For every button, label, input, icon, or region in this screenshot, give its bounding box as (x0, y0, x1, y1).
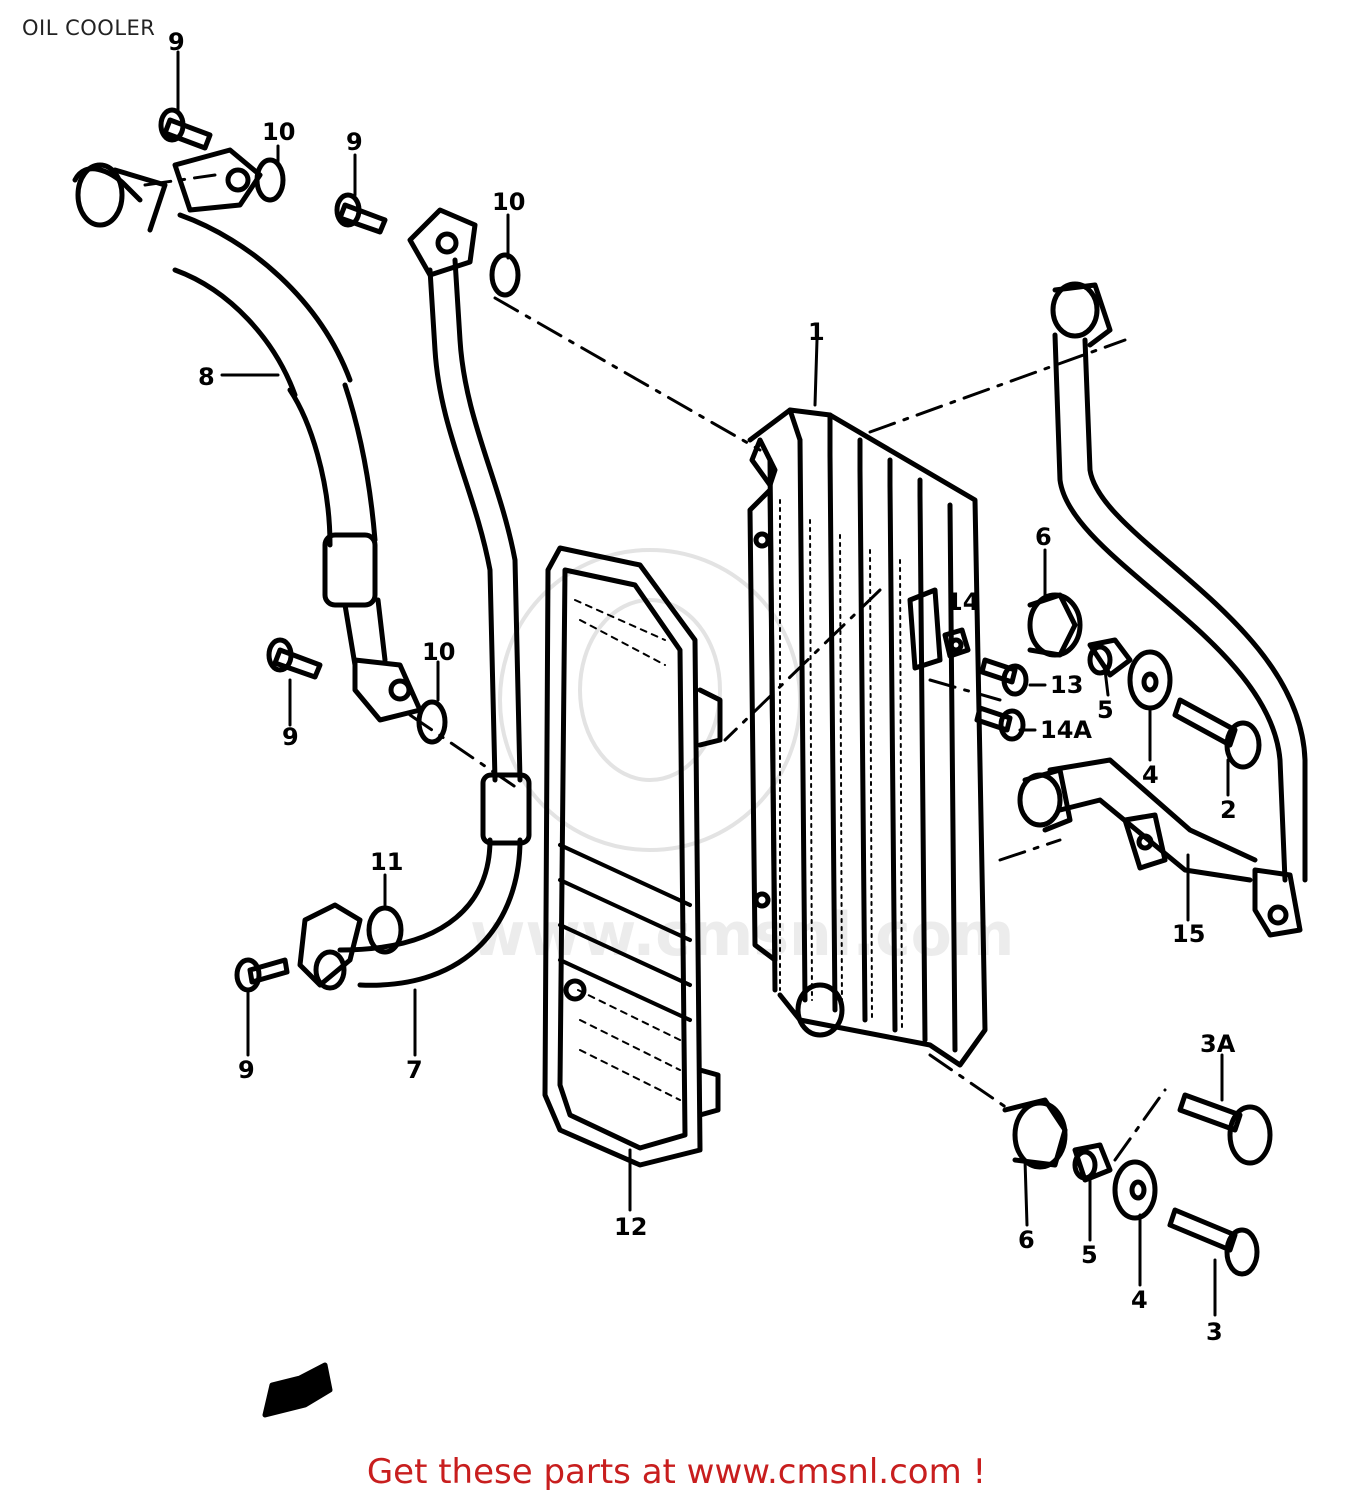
callout-6-upper: 6 (1035, 523, 1052, 551)
callout-5-lower: 5 (1081, 1241, 1098, 1269)
part-5-collar-lower (1072, 1142, 1113, 1183)
part-5-collar-upper (1087, 637, 1133, 678)
part-14A-screw (974, 705, 1026, 742)
part-9-bolt-lower (234, 957, 290, 993)
callout-3: 3 (1206, 1318, 1223, 1346)
callout-labels: 9 10 9 10 8 1 6 14 13 5 4 2 10 9 14A 15 … (168, 28, 1237, 1346)
part-4-washer-lower (1112, 1159, 1158, 1221)
callout-14A: 14A (1040, 716, 1092, 744)
callout-4-upper: 4 (1142, 761, 1159, 789)
callout-7: 7 (406, 1056, 423, 1084)
part-12-grille (542, 545, 723, 1168)
part-7-lower-pipe (297, 207, 532, 991)
part-1-oil-cooler-core (747, 407, 988, 1068)
part-3-bolt (1167, 1207, 1260, 1277)
callout-11: 11 (370, 848, 403, 876)
part-11-o-ring (366, 905, 404, 955)
oil-cooler-diagram: www.cmsnl.com (72, 28, 1308, 1418)
callout-8: 8 (198, 363, 215, 391)
part-2-bolt (1172, 697, 1262, 770)
part-6-grommet-lower (1002, 1097, 1068, 1170)
part-9-bolt-middle (266, 637, 323, 680)
part-10-o-rings (254, 157, 521, 745)
footer-link[interactable]: Get these parts at www.cmsnl.com ! (366, 1452, 987, 1492)
front-arrow-icon (262, 1362, 333, 1418)
part-4-washer-upper (1127, 649, 1173, 711)
part-15-bracket (1017, 281, 1308, 938)
part-13-screw (979, 657, 1029, 697)
callout-10-top: 10 (262, 118, 295, 146)
callout-10-middle: 10 (422, 638, 455, 666)
part-14-nut (942, 627, 971, 659)
callout-12: 12 (614, 1213, 647, 1241)
part-9-bolt-top (158, 107, 213, 151)
callout-5-upper: 5 (1097, 696, 1114, 724)
callout-15: 15 (1172, 920, 1205, 948)
part-8-upper-hose (72, 147, 423, 723)
callout-9-lower: 9 (238, 1056, 255, 1084)
part-3A-bolt (1177, 1092, 1273, 1166)
callout-13: 13 (1050, 671, 1083, 699)
callout-leaders (176, 50, 1230, 1317)
callout-14: 14 (946, 588, 979, 616)
callout-4-lower: 4 (1131, 1286, 1148, 1314)
callout-10-upper: 10 (492, 188, 525, 216)
callout-9-upper: 9 (346, 128, 363, 156)
callout-1: 1 (808, 318, 825, 346)
callout-9-middle: 9 (282, 723, 299, 751)
callout-9-top: 9 (168, 28, 185, 56)
part-6-grommet-upper (1027, 592, 1083, 658)
page-title: OIL COOLER (22, 16, 156, 40)
callout-6-lower: 6 (1018, 1226, 1035, 1254)
watermark-logo: www.cmsnl.com (470, 548, 1014, 970)
callout-2: 2 (1220, 796, 1237, 824)
callout-3A: 3A (1200, 1030, 1236, 1058)
svg-text:www.cmsnl.com: www.cmsnl.com (470, 900, 1014, 970)
part-9-bolt-upper (334, 192, 388, 235)
